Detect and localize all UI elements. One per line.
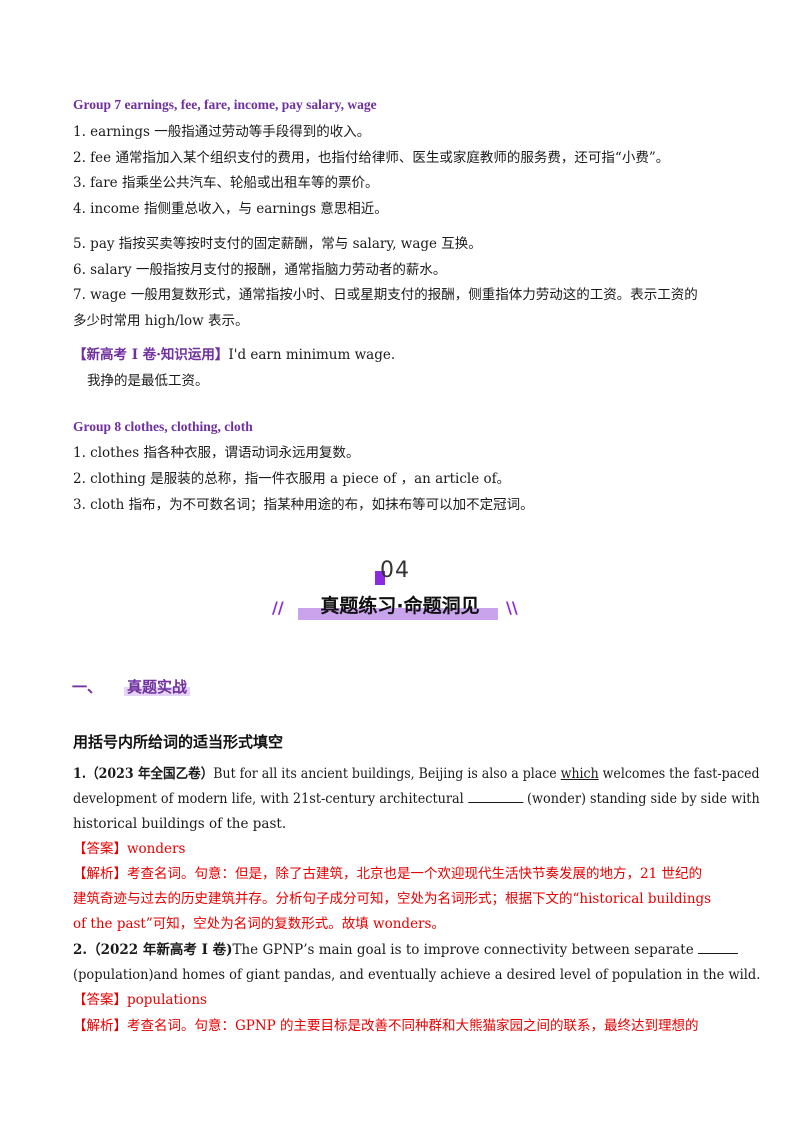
- section-banner: 真题练习·命题洞见: [290, 592, 510, 622]
- q1-analysis-2: 建筑奇迹与过去的历史建筑并存。分析句子成分可知，空处为名词形式；根据下文的“hi…: [73, 891, 712, 907]
- example-sentence: I'd earn minimum wage.: [228, 347, 396, 363]
- q1-source: 1.（2023 年全国乙卷）: [73, 766, 214, 782]
- task-instruction: 用括号内所给词的适当形式填空: [73, 733, 284, 751]
- q1-line-3: historical buildings of the past.: [73, 816, 287, 832]
- group7-item-5: 5. pay 指按买卖等按时支付的固定薪酬，常与 salary, wage 互换…: [73, 236, 482, 252]
- q2-source: 2.（2022 年新高考 I 卷): [73, 942, 233, 958]
- part-title: 真题实战: [124, 678, 191, 696]
- q1-answer: 【答案】wonders: [73, 841, 186, 857]
- q1-text-c: development of modern life, with 21st-ce…: [73, 791, 468, 807]
- group7-item-4: 4. income 指侧重总收入，与 earnings 意思相近。: [73, 201, 388, 217]
- group8-item-1: 1. clothes 指各种衣服，谓语动词永远用复数。: [73, 445, 360, 461]
- example-tag: 【新高考 I 卷·知识运用】: [73, 347, 229, 363]
- q2-analysis-1: 【解析】考查名词。句意：GPNP 的主要目标是改善不同种群和大熊猫家园之间的联系…: [73, 1018, 699, 1034]
- group8-heading: Group 8 clothes, clothing, cloth: [73, 419, 253, 434]
- section-right-decoration: \\: [506, 598, 518, 617]
- part-label: 一、: [72, 678, 103, 696]
- q1-analysis-1: 【解析】考查名词。句意：但是，除了古建筑，北京也是一个欢迎现代生活快节奏发展的地…: [73, 866, 702, 882]
- q1-text-b: welcomes the fast-paced: [598, 766, 760, 782]
- q2-answer: 【答案】populations: [73, 992, 207, 1008]
- q2-line-2: (population)and homes of giant pandas, a…: [73, 967, 761, 983]
- q1-blank[interactable]: [467, 790, 523, 803]
- group7-item-6: 6. salary 一般指按月支付的报酬，通常指脑力劳动者的薪水。: [73, 262, 447, 278]
- section-title-highlight: [298, 608, 498, 620]
- q1-underlined-word: which: [560, 766, 599, 782]
- section-title: 真题练习·命题洞见: [320, 595, 480, 617]
- group7-item-7: 7. wage 一般用复数形式，通常指按小时、日或星期支付的报酬，侧重指体力劳动…: [73, 287, 698, 303]
- group7-example-translation: 我挣的是最低工资。: [87, 373, 209, 389]
- q1-text-d: (wonder) standing side by side with: [522, 791, 760, 807]
- q1-text-a: But for all its ancient buildings, Beiji…: [213, 766, 561, 782]
- q2-blank[interactable]: [697, 941, 738, 954]
- q2-line-1: 2.（2022 年新高考 I 卷)The GPNP’s main goal is…: [73, 941, 738, 959]
- q1-line-2: development of modern life, with 21st-ce…: [73, 790, 760, 808]
- group7-item-2: 2. fee 通常指加入某个组织支付的费用，也指付给律师、医生或家庭教师的服务费…: [73, 150, 670, 166]
- section-left-decoration: //: [272, 598, 284, 617]
- q1-analysis-3: of the past”可知，空处为名词的复数形式。故填 wonders。: [73, 916, 445, 932]
- group7-heading: Group 7 earnings, fee, fare, income, pay…: [73, 97, 377, 112]
- part-heading: 一、 真题实战: [72, 676, 191, 697]
- group8-item-2: 2. clothing 是服装的总称，指一件衣服用 a piece of ，an…: [73, 471, 511, 487]
- q2-text-a: The GPNP’s main goal is to improve conne…: [232, 942, 698, 958]
- section-number-accent: [375, 571, 385, 585]
- group7-example: 【新高考 I 卷·知识运用】I'd earn minimum wage.: [73, 346, 395, 364]
- group7-item-7-cont: 多少时常用 high/low 表示。: [73, 313, 249, 329]
- group7-item-3: 3. fare 指乘坐公共汽车、轮船或出租车等的票价。: [73, 175, 379, 191]
- q1-line-1: 1.（2023 年全国乙卷）But for all its ancient bu…: [73, 765, 760, 783]
- section-number: 04: [380, 558, 410, 583]
- group8-item-3: 3. cloth 指布，为不可数名词；指某种用途的布，如抹布等可以加不定冠词。: [73, 497, 534, 513]
- group7-item-1: 1. earnings 一般指通过劳动等手段得到的收入。: [73, 124, 371, 140]
